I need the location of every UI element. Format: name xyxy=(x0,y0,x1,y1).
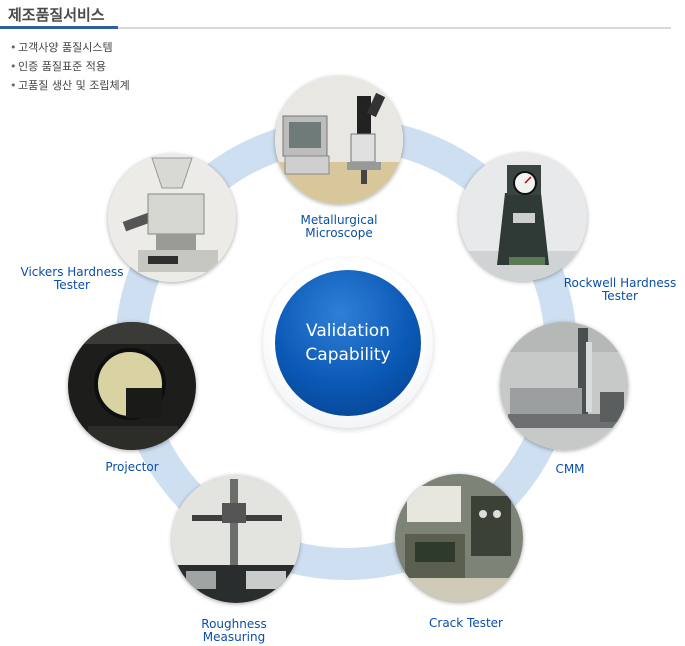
metallurgical-microscope-label: Metallurgical Microscope xyxy=(300,213,378,240)
roughness-measuring-photo xyxy=(172,475,300,603)
feature-list: •고객사양 품질시스템 •인증 품질표준 적용 •고품질 생산 및 조립체계 xyxy=(10,38,130,95)
roughness-tester-icon xyxy=(172,475,300,603)
center-badge: Validation Capability xyxy=(275,270,421,416)
list-item: •고객사양 품질시스템 xyxy=(10,38,130,57)
hardness-tester-icon xyxy=(459,153,587,281)
microscope-icon xyxy=(275,76,403,204)
crack-tester-icon xyxy=(395,474,523,602)
bullet-icon: • xyxy=(10,41,17,54)
rockwell-hardness-tester-photo xyxy=(459,153,587,281)
cmm-machine-icon xyxy=(500,322,628,450)
vickers-tester-icon xyxy=(108,154,236,282)
roughness-measuring-label: Roughness Measuring xyxy=(201,617,267,644)
center-title-line1: Validation xyxy=(306,321,390,341)
cmm-photo xyxy=(500,322,628,450)
bullet-icon: • xyxy=(10,60,17,73)
title-divider-accent xyxy=(0,26,118,29)
metallurgical-microscope-photo xyxy=(275,76,403,204)
projector-photo xyxy=(68,322,196,450)
projector-label: Projector xyxy=(105,460,159,474)
list-item: •인증 품질표준 적용 xyxy=(10,57,130,76)
crack-tester-label: Crack Tester xyxy=(429,616,503,630)
vickers-hardness-tester-photo xyxy=(108,154,236,282)
title-divider xyxy=(0,27,671,29)
profile-projector-icon xyxy=(68,322,196,450)
crack-tester-photo xyxy=(395,474,523,602)
center-title-line2: Capability xyxy=(305,345,391,365)
vickers-hardness-tester-label: Vickers Hardness Tester xyxy=(20,265,124,292)
list-item: •고품질 생산 및 조립체계 xyxy=(10,76,130,95)
cmm-label: CMM xyxy=(555,462,585,476)
bullet-icon: • xyxy=(10,79,17,92)
page-title: 제조품질서비스 xyxy=(8,6,105,24)
rockwell-hardness-tester-label: Rockwell Hardness Tester xyxy=(563,276,677,303)
